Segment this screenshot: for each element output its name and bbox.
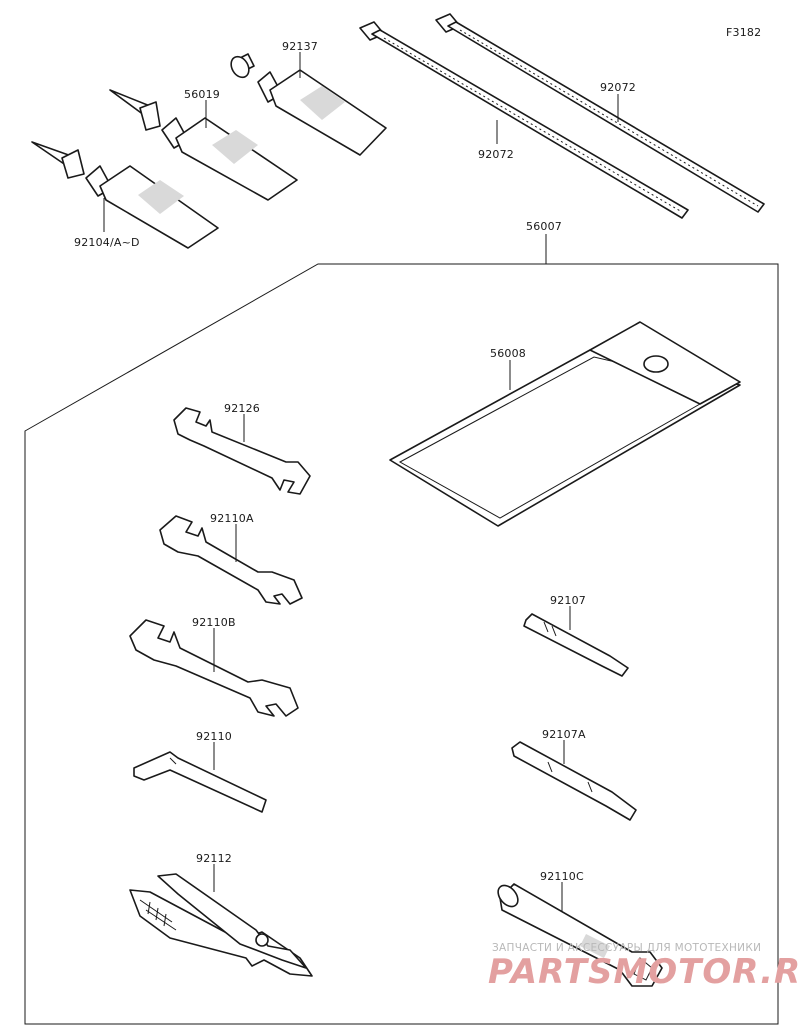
part-92126-wrench[interactable] — [173, 407, 311, 495]
part-92110-hex-key[interactable] — [133, 751, 267, 813]
label-92072-a[interactable]: 92072 — [600, 81, 636, 94]
figure-code: F3182 — [726, 26, 761, 39]
label-92126[interactable]: 92126 — [224, 402, 260, 415]
label-92072-b[interactable]: 92072 — [478, 148, 514, 161]
label-92110[interactable]: 92110 — [196, 730, 232, 743]
label-92110B[interactable]: 92110B — [192, 616, 236, 629]
label-92110A[interactable]: 92110A — [210, 512, 254, 525]
part-92110C-box-wrench[interactable] — [494, 882, 663, 987]
label-56008[interactable]: 56008 — [490, 347, 526, 360]
label-92110C[interactable]: 92110C — [540, 870, 584, 883]
watermark-logo: PARTSMOTOR.RU — [488, 952, 800, 992]
part-92072-tie-a[interactable] — [359, 21, 689, 219]
part-92107-screwdriver[interactable] — [523, 613, 629, 677]
label-56019[interactable]: 56019 — [184, 88, 220, 101]
label-56007[interactable]: 56007 — [526, 220, 562, 233]
label-92104[interactable]: 92104/A~D — [74, 236, 140, 249]
label-92107A[interactable]: 92107A — [542, 728, 586, 741]
part-56019-tube[interactable] — [109, 89, 298, 201]
part-92110A-wrench[interactable] — [159, 515, 303, 605]
part-92112-pliers[interactable] — [129, 873, 313, 977]
watermark-tagline: ЗАПЧАСТИ И АКСЕССУАРЫ ДЛЯ МОТОТЕХНИКИ — [492, 942, 761, 954]
part-56008-bag[interactable] — [389, 321, 741, 527]
kit-boundary — [24, 263, 779, 1025]
label-92137[interactable]: 92137 — [282, 40, 318, 53]
part-92107A-screwdriver[interactable] — [511, 741, 637, 821]
part-92072-tie-b[interactable] — [435, 13, 765, 213]
part-92137-tube[interactable] — [228, 53, 387, 156]
label-92112[interactable]: 92112 — [196, 852, 232, 865]
label-92107[interactable]: 92107 — [550, 594, 586, 607]
part-92104-tube[interactable] — [31, 141, 219, 249]
